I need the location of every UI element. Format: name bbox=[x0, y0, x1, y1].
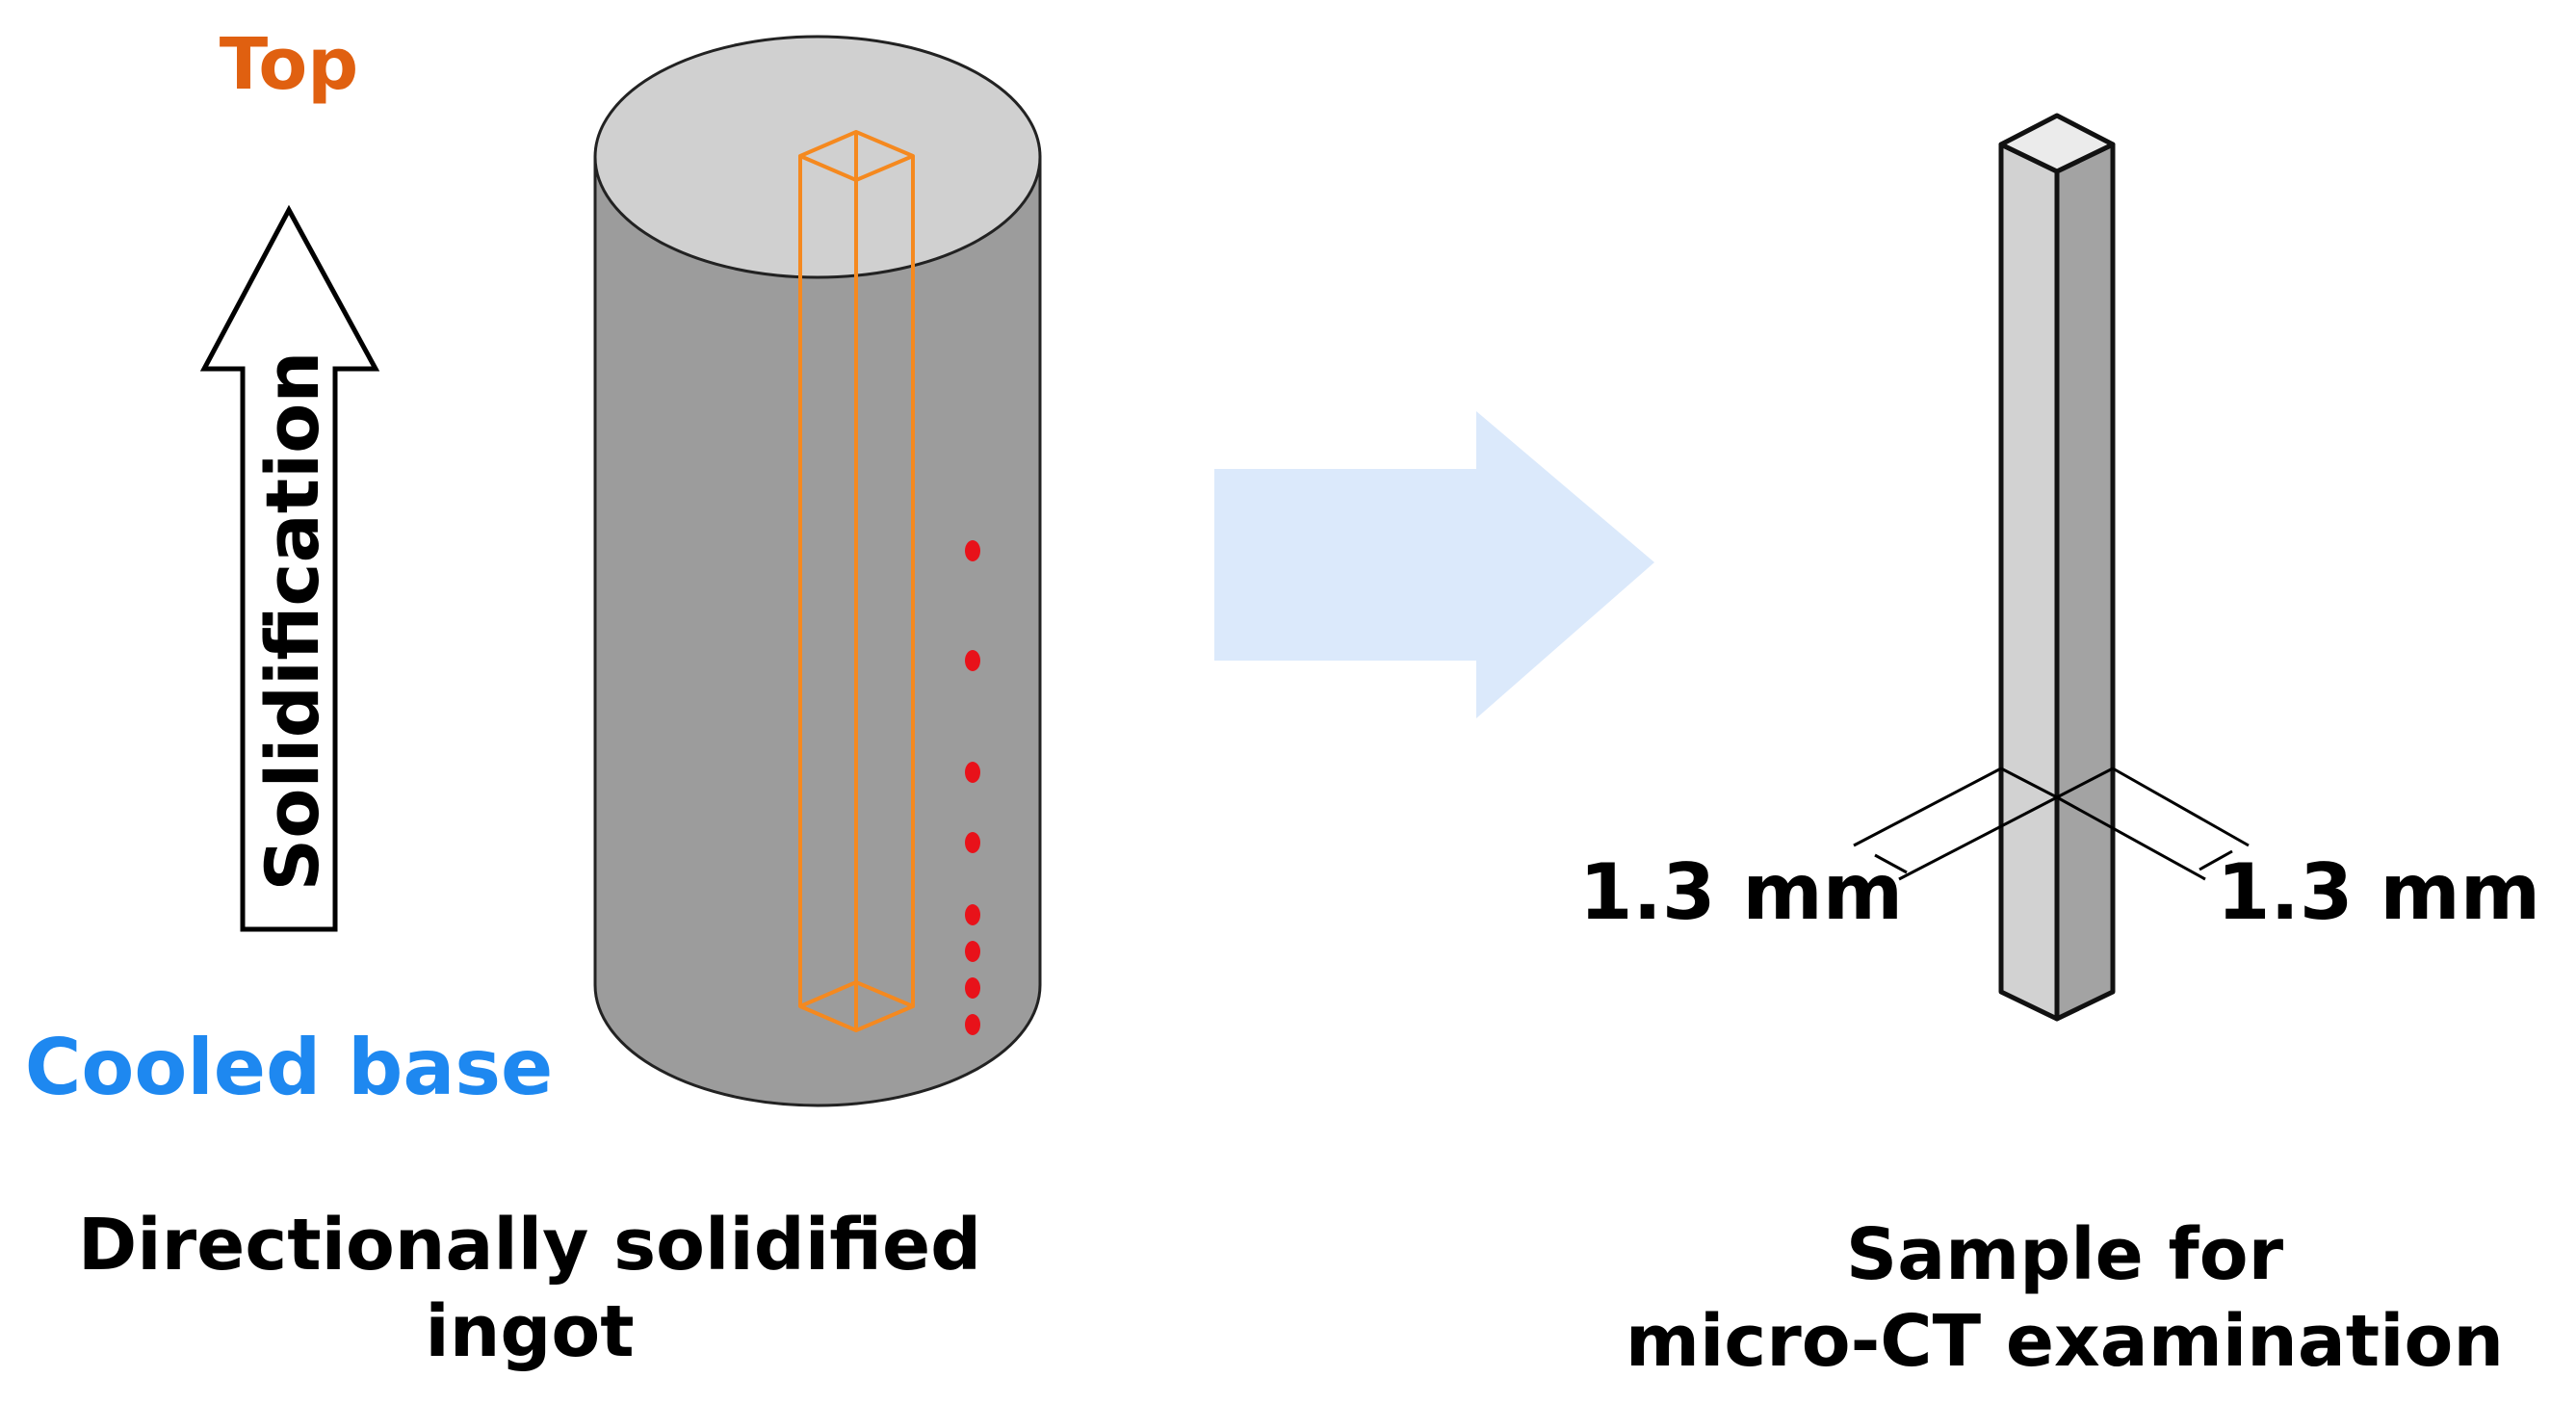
cooled-base-label: Cooled base bbox=[25, 1023, 554, 1112]
solidification-arrow-icon bbox=[199, 204, 380, 932]
top-label: Top bbox=[220, 23, 358, 106]
dimension-label-right: 1.3 mm bbox=[2217, 847, 2540, 937]
defect-dot bbox=[965, 941, 980, 962]
ingot-caption-line-1: Directionally solidified bbox=[78, 1204, 981, 1287]
defect-dot bbox=[965, 832, 980, 853]
ingot-side bbox=[593, 155, 1042, 1107]
solidification-label: Solidification bbox=[249, 351, 335, 892]
process-right-arrow-icon bbox=[1214, 411, 1654, 718]
defect-dot bbox=[965, 904, 980, 925]
defect-dot bbox=[965, 650, 980, 671]
sample-bar bbox=[1998, 113, 2116, 1022]
sample-caption-line-2: micro-CT examination bbox=[1626, 1300, 2504, 1383]
sample-bar-top-face bbox=[1998, 113, 2116, 174]
dimension-lines bbox=[1853, 767, 2250, 881]
sample-caption-line-1: Sample for bbox=[1846, 1213, 2284, 1296]
defect-dot bbox=[965, 762, 980, 783]
dimension-label-left: 1.3 mm bbox=[1579, 847, 1903, 937]
sample-bar-front-face bbox=[1998, 142, 2060, 1022]
defect-dot bbox=[965, 540, 980, 561]
sample-extraction-outline bbox=[798, 130, 915, 1032]
ingot-caption-line-2: ingot bbox=[425, 1290, 634, 1373]
defect-dot bbox=[965, 1014, 980, 1035]
sample-bar-side-face bbox=[2054, 142, 2116, 1022]
defect-dot bbox=[965, 977, 980, 999]
defect-dots bbox=[965, 540, 980, 1035]
ingot-top-face bbox=[593, 35, 1042, 279]
ingot-cylinder bbox=[593, 35, 1042, 1107]
